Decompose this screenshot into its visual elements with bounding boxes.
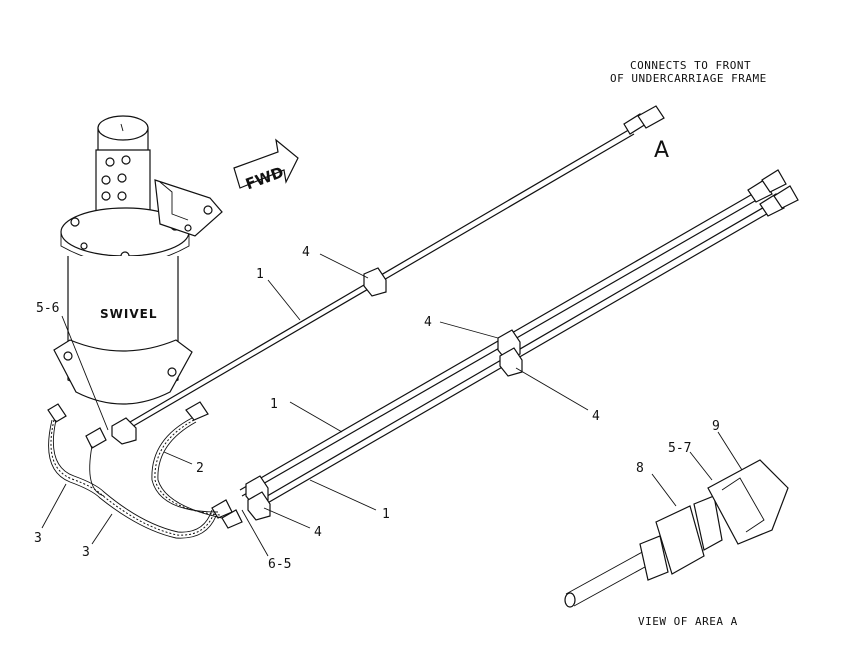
callout-3: 3 xyxy=(34,531,42,546)
fwd-arrow xyxy=(233,138,299,189)
tube-line-upper xyxy=(129,105,665,429)
swivel-assembly xyxy=(53,115,223,405)
view-of-area-caption: VIEW OF AREA A xyxy=(638,615,738,628)
leader-lines xyxy=(41,253,743,557)
tube-line-lower xyxy=(239,169,799,521)
callout-1: 1 xyxy=(256,267,264,282)
connects-caption-line2: OF UNDERCARRIAGE FRAME xyxy=(610,72,767,85)
detail-view-a xyxy=(564,459,789,608)
callout-4: 4 xyxy=(314,525,322,540)
callout-1: 1 xyxy=(382,507,390,522)
area-a-letter: A xyxy=(654,138,669,163)
hoses xyxy=(48,417,223,539)
callout-9: 9 xyxy=(712,419,720,434)
swivel-fittings xyxy=(47,401,243,529)
callout-6-5: 6-5 xyxy=(268,557,291,572)
swivel-label: SWIVEL xyxy=(100,307,157,321)
callout-1: 1 xyxy=(270,397,278,412)
callout-4: 4 xyxy=(592,409,600,424)
callout-5-6: 5-6 xyxy=(36,301,59,316)
callout-3: 3 xyxy=(82,545,90,560)
callout-4: 4 xyxy=(302,245,310,260)
callout-4: 4 xyxy=(424,315,432,330)
connects-caption-line1: CONNECTS TO FRONT xyxy=(630,59,751,72)
callout-5-7: 5-7 xyxy=(668,441,691,456)
callout-8: 8 xyxy=(636,461,644,476)
callout-2: 2 xyxy=(196,461,204,476)
